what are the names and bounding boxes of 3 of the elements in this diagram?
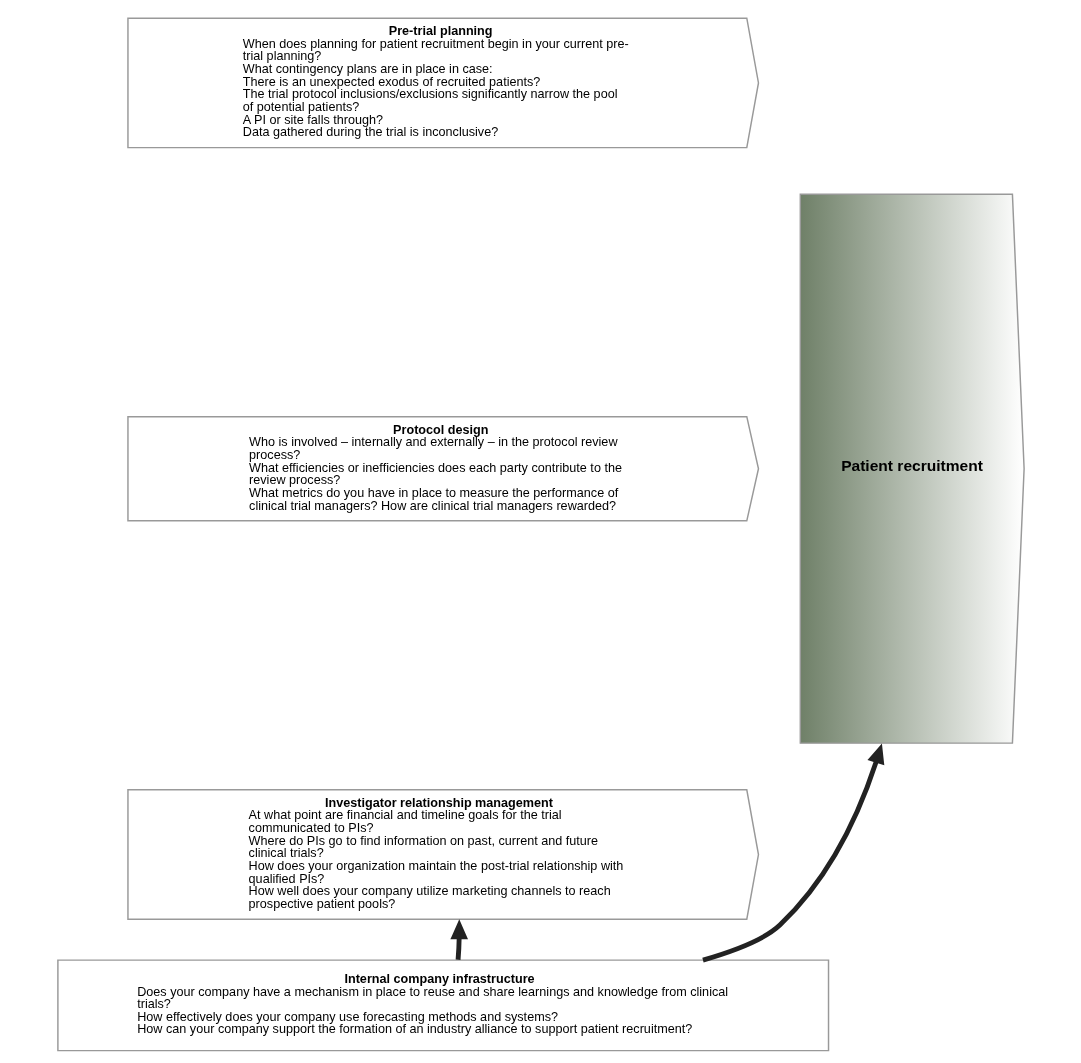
node-box: Internal company infrastructure Does your company have a mechanism in place to reuse and share learnings and knowledge from clinical trials? How effectively does your company use forecasting methods and systems? How can your company support the formation of an industry alliance to support patient recruitment? bbox=[56, 959, 829, 1052]
arrow bbox=[449, 919, 468, 960]
arrow bbox=[701, 743, 884, 963]
